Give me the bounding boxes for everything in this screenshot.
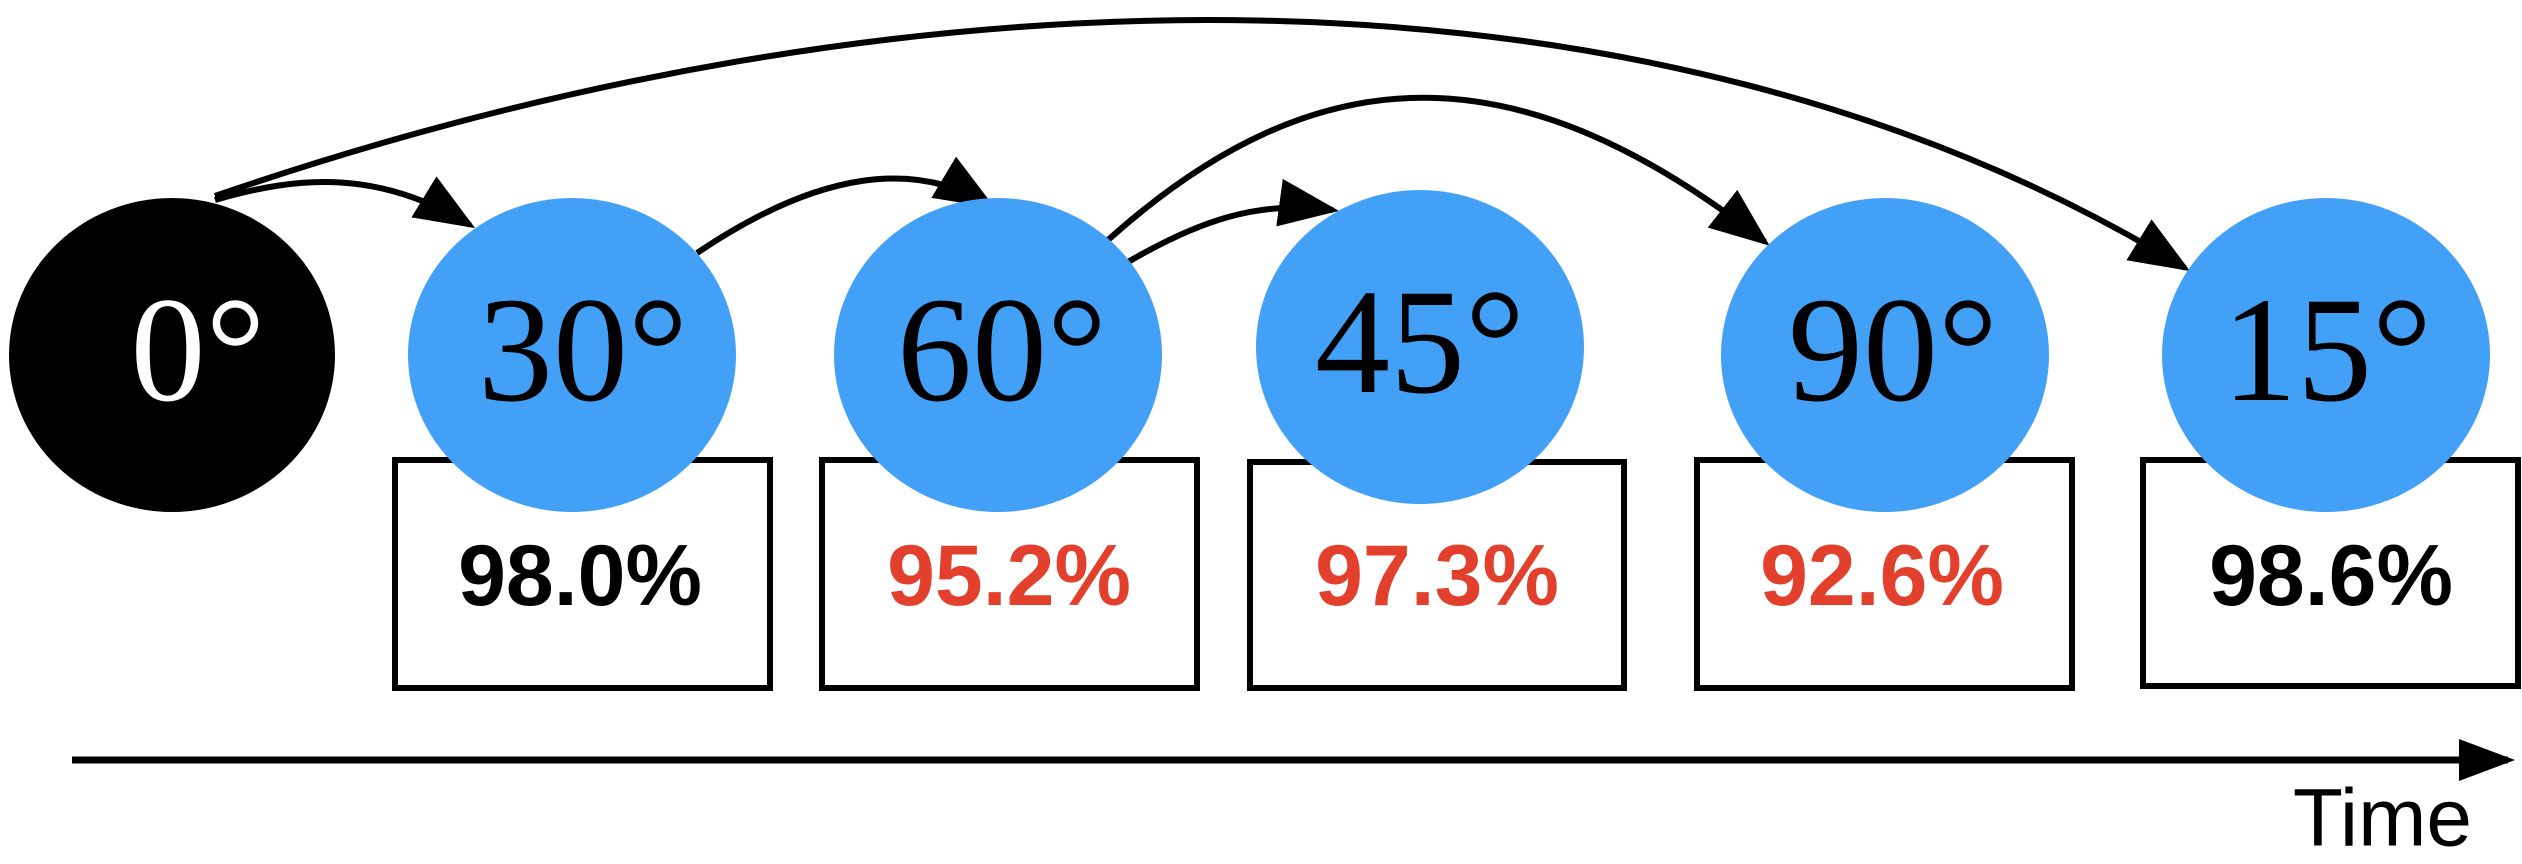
edge-n60-n90 — [1105, 94, 1770, 246]
task-node-n15 — [2162, 198, 2490, 512]
time-axis-label: Time — [2293, 773, 2472, 864]
time-axis: Time — [72, 739, 2515, 864]
node-label-n90: 90° — [1788, 267, 1998, 433]
node-label-n0: 0° — [131, 267, 266, 433]
accuracy-value-n30: 98.0% — [458, 528, 702, 624]
node-label-n45: 45° — [1315, 259, 1525, 425]
task-node-n45 — [1256, 190, 1584, 504]
transition-edges — [214, 17, 2191, 272]
task-node-n90 — [1721, 198, 2049, 512]
edge-n30-n60 — [695, 156, 996, 256]
task-node-n60 — [834, 198, 1162, 512]
accuracy-value-n90: 92.6% — [1760, 528, 2004, 624]
accuracy-values: 98.0% 95.2% 97.3% 92.6% 98.6% — [458, 528, 2453, 624]
edge-n0-n15 — [214, 17, 2191, 272]
task-node-n30 — [408, 198, 736, 512]
accuracy-value-n45: 97.3% — [1315, 528, 1559, 624]
node-label-n60: 60° — [897, 267, 1107, 433]
accuracy-box-n15 — [2140, 457, 2521, 689]
start-node — [9, 198, 335, 512]
nodes: 0° 30° 60° 45° 90° 15° — [9, 190, 2490, 512]
node-label-n15: 15° — [2222, 267, 2432, 433]
edge-n0-n30 — [214, 176, 476, 229]
node-label-n30: 30° — [478, 267, 688, 433]
edge-n60-n45 — [1126, 178, 1339, 265]
accuracy-value-n60: 95.2% — [887, 528, 1131, 624]
accuracy-box-n90 — [1694, 457, 2075, 691]
accuracy-value-n15: 98.6% — [2209, 528, 2453, 624]
